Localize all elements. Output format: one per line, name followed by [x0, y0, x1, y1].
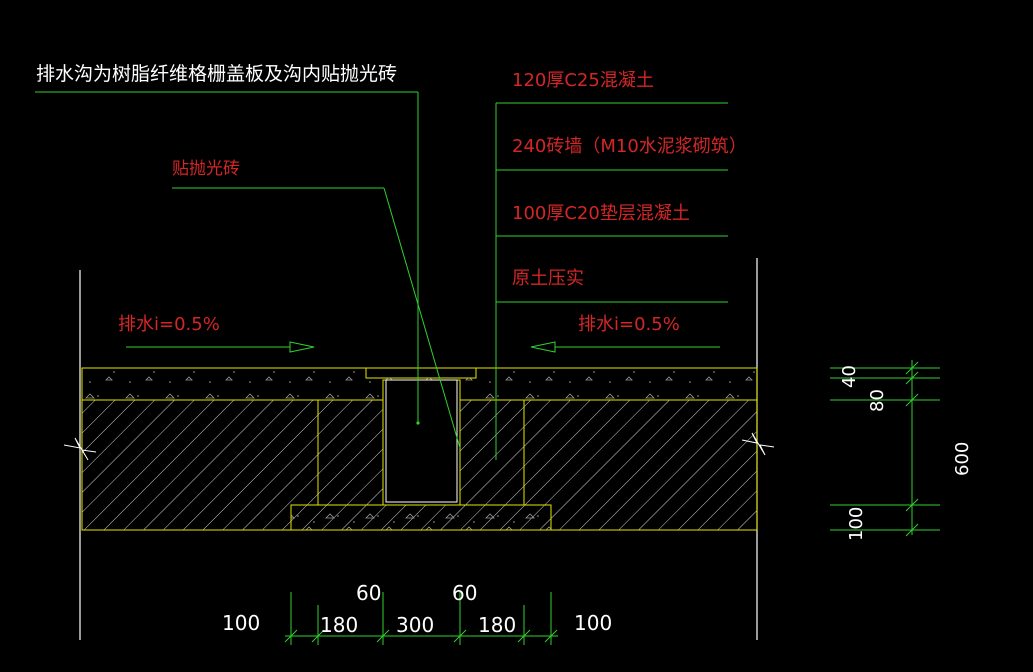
base-pad — [290, 504, 552, 531]
vdim-80: 80 — [867, 389, 888, 412]
right-break-mark — [741, 432, 775, 456]
hdim-tick-3 — [376, 629, 390, 643]
leader-dot — [416, 421, 420, 425]
layer-label-1: 120厚C25混凝土 — [512, 70, 654, 91]
hdim-tick-5 — [517, 629, 531, 643]
vdim-600: 600 — [952, 442, 973, 476]
hdim-tick-2 — [311, 629, 325, 643]
hdim-tick-1 — [284, 629, 298, 643]
hdim-tick-4 — [453, 629, 467, 643]
vdim-tick-4 — [905, 498, 919, 512]
left-break-mark — [63, 437, 97, 461]
right-slope-arrowhead — [530, 341, 556, 353]
vdim-40: 40 — [839, 365, 860, 388]
layer-label-2: 240砖墙（M10水泥浆砌筑） — [512, 136, 747, 157]
grate-cover — [365, 367, 477, 379]
hdim-tick-6 — [544, 629, 558, 643]
tile-callout-text: 贴抛光砖 — [172, 159, 240, 179]
layer-label-4: 原土压实 — [512, 268, 584, 289]
hdim-180-left: 180 — [320, 613, 358, 637]
hdim-60-left: 60 — [356, 581, 381, 605]
slope-label-left: 排水i=0.5% — [118, 314, 220, 335]
hdim-100-left: 100 — [222, 611, 260, 635]
tile-callout-leader — [383, 187, 461, 449]
hdim-300: 300 — [396, 613, 434, 637]
hdim-100-right: 100 — [574, 611, 612, 635]
layer-label-3: 100厚C20垫层混凝土 — [512, 203, 690, 224]
hdim-60-right: 60 — [452, 581, 477, 605]
slope-label-right: 排水i=0.5% — [578, 314, 680, 335]
channel-void — [382, 379, 461, 506]
vdim-tick-3 — [905, 393, 919, 407]
hdim-180-right: 180 — [478, 613, 516, 637]
channel-tile-lining — [385, 379, 458, 503]
vdim-tick-1 — [905, 361, 919, 375]
vdim-tick-2 — [905, 371, 919, 385]
vdim-100: 100 — [846, 507, 867, 541]
left-slope-arrowhead — [289, 341, 315, 353]
main-callout-text: 排水沟为树脂纤维格栅盖板及沟内贴抛光砖 — [36, 63, 397, 85]
vdim-tick-5 — [905, 523, 919, 537]
